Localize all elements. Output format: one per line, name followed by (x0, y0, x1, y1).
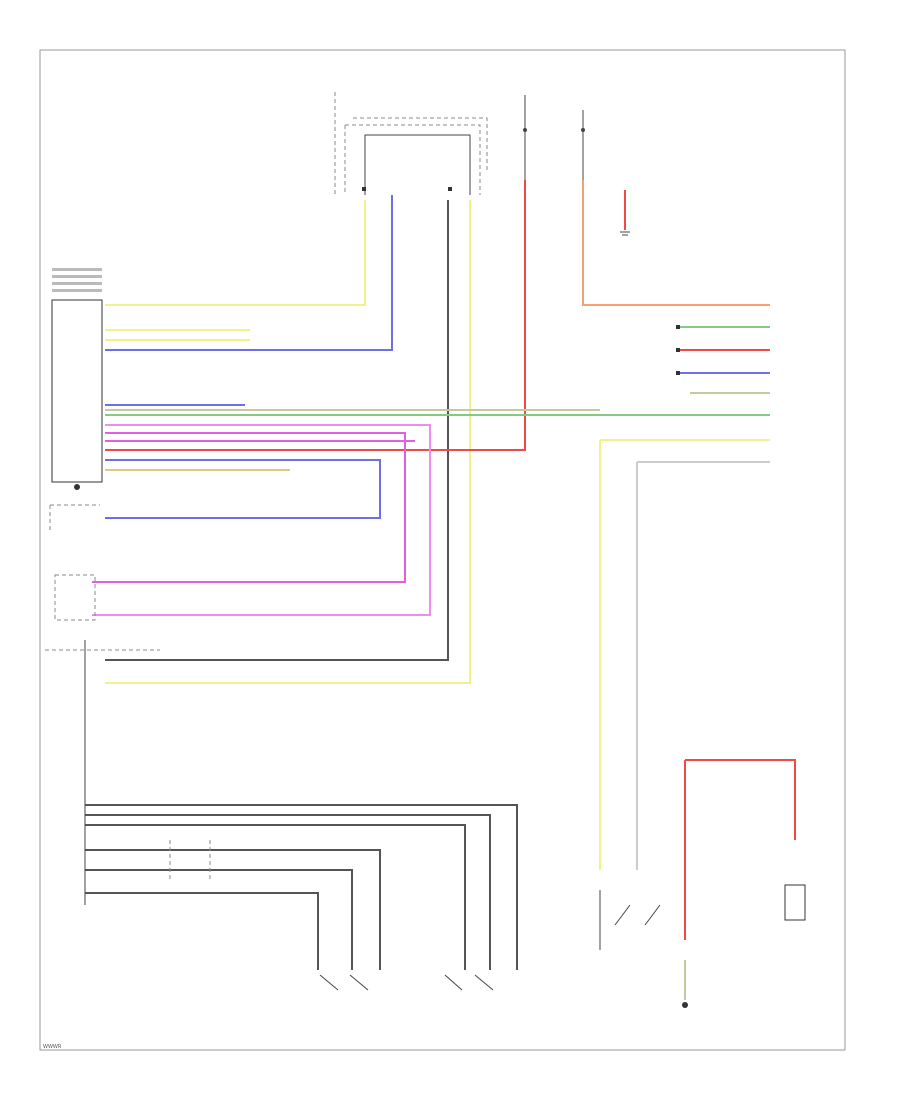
right-switch-group (444, 974, 494, 991)
wire-magenta-1 (92, 432, 406, 583)
wire-orange-1 (582, 180, 770, 306)
top-connector-block (334, 92, 488, 195)
right-connector-stack (599, 325, 770, 870)
wire-yellow-3 (105, 329, 250, 341)
wire-yellow-2 (105, 200, 471, 684)
wire-blue-1 (105, 195, 393, 351)
fuse-block-top (523, 95, 585, 180)
lower-right-switches (599, 759, 806, 1008)
wire-yellow-1 (105, 200, 366, 306)
wire-blue-3 (105, 459, 381, 519)
transmission-control-module (51, 299, 103, 483)
tcm-ground-dot (74, 484, 80, 490)
diagram-frame (39, 49, 846, 1051)
ground-top (620, 231, 630, 236)
wire-red-1 (105, 180, 526, 451)
footer-mark: WWWR (43, 1044, 62, 1050)
wire-pink-1 (92, 424, 431, 616)
bottom-harness (84, 640, 518, 970)
left-switch-group (319, 974, 369, 991)
component-outlines (45, 504, 211, 880)
wire-gray-1 (105, 200, 449, 661)
tcm-label (52, 268, 102, 292)
